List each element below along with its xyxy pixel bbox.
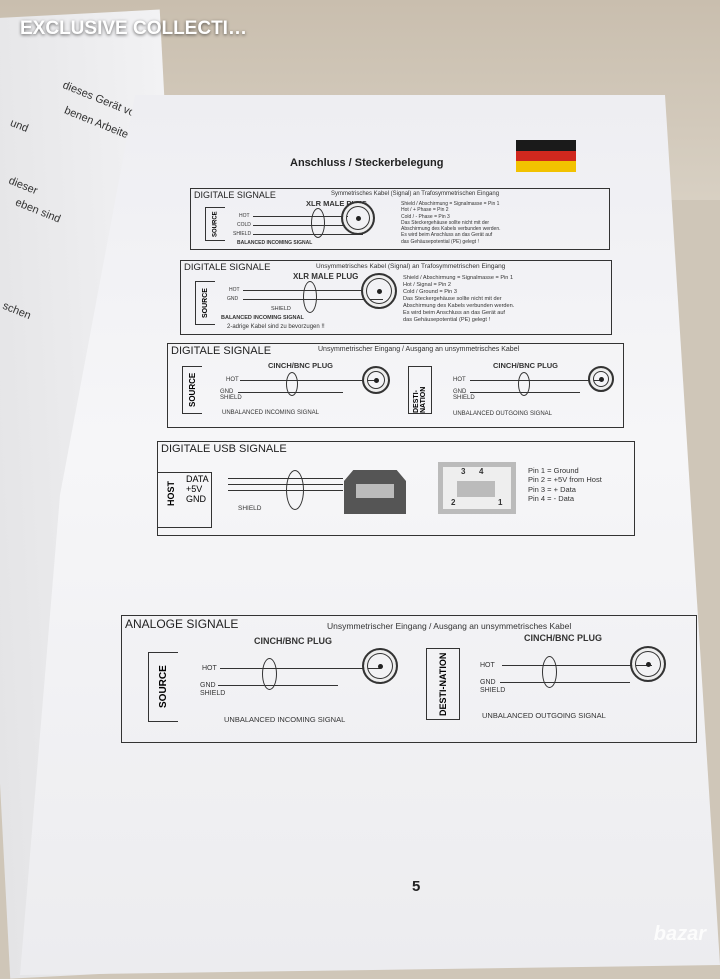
shield-label: SHIELD: [220, 395, 242, 401]
hot-label: HOT: [453, 377, 466, 383]
source-label: SOURCE: [205, 207, 225, 241]
section-digital-balanced: DIGITALE SIGNALE Symmetrisches Kabel (Si…: [190, 188, 610, 250]
pin-notes: Shield / Abschirmung = Signalmasse = Pin…: [401, 201, 501, 245]
source-label: SOURCE: [195, 281, 215, 325]
pin-label: 4: [479, 467, 484, 476]
signal-label: UNBALANCED OUTGOING SIGNAL: [482, 711, 606, 720]
shield-label: SHIELD: [200, 690, 226, 697]
gnd-label: GND: [453, 389, 467, 395]
listing-title-banner: EXCLUSIVE COLLECTI…: [20, 18, 247, 39]
pin-label: 1: [498, 498, 503, 507]
page-number: 5: [412, 878, 421, 895]
plug-label: CINCH/BNC PLUG: [493, 361, 558, 370]
cinch-plug-icon: [362, 366, 390, 394]
line-label: GND: [186, 493, 206, 504]
cable-shield-icon: [518, 372, 530, 396]
section-subtitle: Unsymmetrischer Eingang / Ausgang an uns…: [318, 346, 520, 353]
hot-label: HOT: [226, 377, 239, 383]
hot-label: HOT: [202, 665, 217, 672]
footnote: 2-adrige Kabel sind zu bevorzugen !!: [227, 324, 325, 330]
shield-label: SHIELD: [480, 687, 506, 694]
source-label: SOURCE: [182, 366, 202, 414]
section-usb: DIGITALE USB SIGNALE HOST DATA +5V GND S…: [157, 441, 635, 536]
cable-shield-icon: [286, 470, 304, 510]
source-label: SOURCE: [148, 652, 178, 722]
section-digital-cinch: DIGITALE SIGNALE Unsymmetrischer Eingang…: [167, 343, 624, 428]
gnd-label: GND: [480, 679, 496, 686]
section-heading: ANALOGE SIGNALE: [125, 617, 239, 631]
destination-label: DESTI-NATION: [408, 366, 432, 414]
section-subtitle: Unsymmetrisches Kabel (Signal) an Trafos…: [316, 263, 506, 270]
wire-label: COLD: [237, 222, 251, 228]
signal-label: BALANCED INCOMING SIGNAL: [221, 315, 304, 321]
destination-label: DESTI-NATION: [426, 648, 460, 720]
plug-label: CINCH/BNC PLUG: [524, 633, 602, 643]
signal-label: UNBALANCED INCOMING SIGNAL: [224, 715, 346, 724]
cable-shield-icon: [311, 208, 325, 238]
plug-label: XLR MALE PLUG: [293, 272, 359, 281]
german-flag-icon: [516, 140, 576, 172]
wire-label: HOT: [229, 287, 240, 293]
xlr-plug-icon: [341, 201, 375, 235]
wire-label: SHIELD: [271, 306, 291, 312]
cinch-plug-icon: [588, 366, 614, 392]
gnd-label: GND: [200, 682, 216, 689]
host-box: HOST DATA +5V GND: [158, 472, 212, 528]
plug-label: XLR MALE PLUG: [306, 199, 368, 208]
wire-label: HOT: [239, 213, 250, 219]
signal-label: BALANCED INCOMING SIGNAL: [237, 240, 313, 246]
plug-label: CINCH/BNC PLUG: [254, 636, 332, 646]
usb-b-connector-icon: [344, 470, 406, 514]
wire-label: GND: [227, 296, 239, 302]
pin-notes: Shield / Abschirmung = Signalmasse = Pin…: [403, 275, 515, 323]
cable-shield-icon: [286, 372, 298, 396]
section-subtitle: Unsymmetrischer Eingang / Ausgang an uns…: [327, 621, 572, 631]
cable-shield-icon: [262, 658, 277, 690]
xlr-plug-icon: [361, 273, 397, 309]
hot-label: HOT: [480, 662, 495, 669]
section-analog: ANALOGE SIGNALE Unsymmetrischer Eingang …: [121, 615, 697, 743]
line-label: +5V: [186, 483, 203, 494]
cinch-plug-icon: [630, 646, 666, 682]
page-title: Anschluss / Steckerbelegung: [290, 157, 444, 169]
signal-label: UNBALANCED INCOMING SIGNAL: [222, 410, 320, 416]
shield-label: SHIELD: [453, 395, 475, 401]
section-heading: DIGITALE SIGNALE: [194, 190, 276, 200]
section-heading: DIGITALE SIGNALE: [184, 262, 271, 273]
cinch-plug-icon: [362, 648, 398, 684]
section-subtitle: Symmetrisches Kabel (Signal) an Trafosym…: [331, 191, 500, 197]
signal-label: UNBALANCED OUTGOING SIGNAL: [453, 411, 553, 417]
cable-shield-icon: [542, 656, 557, 688]
bazar-watermark-logo: bazar: [653, 923, 706, 945]
wire-label: SHIELD: [233, 231, 252, 237]
section-heading: DIGITALE SIGNALE: [171, 345, 272, 357]
section-digital-unbalanced-xlr: DIGITALE SIGNALE Unsymmetrisches Kabel (…: [180, 260, 612, 335]
line-label: DATA: [186, 474, 209, 484]
plug-label: CINCH/BNC PLUG: [268, 361, 333, 370]
shield-label: SHIELD: [238, 505, 262, 512]
host-label: HOST: [166, 481, 176, 507]
gnd-label: GND: [220, 389, 234, 395]
pin-label: 2: [451, 498, 456, 507]
usb-b-pinout-icon: 3 4 2 1: [438, 462, 516, 514]
pin-label: 3: [461, 467, 466, 476]
section-heading: DIGITALE USB SIGNALE: [161, 443, 287, 455]
cable-shield-icon: [303, 281, 317, 313]
